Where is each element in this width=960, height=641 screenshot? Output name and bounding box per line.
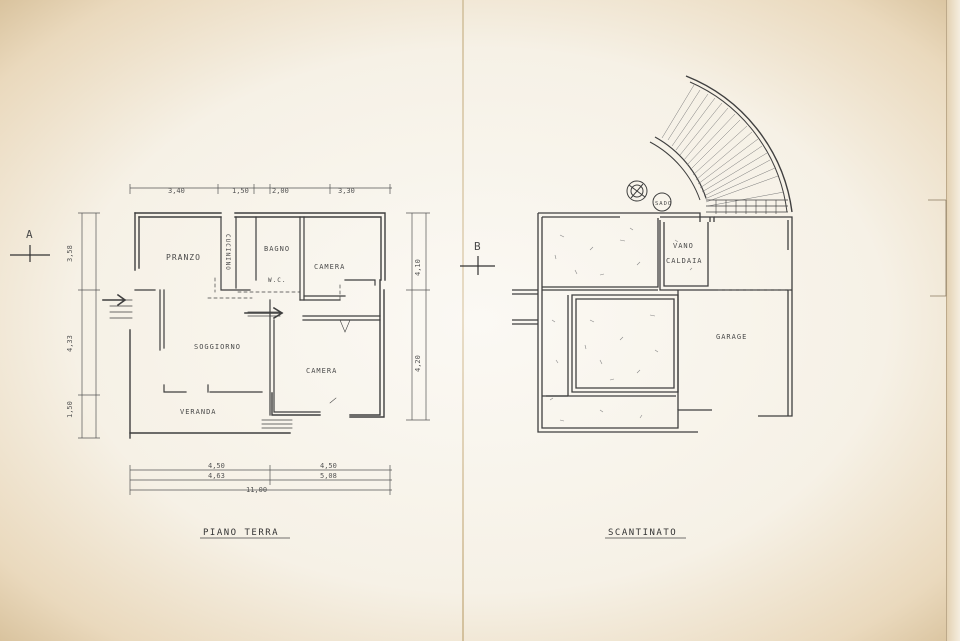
basement-title: SCANTINATO (608, 528, 677, 538)
dim-top-3: 2,00 (272, 187, 289, 195)
room-label-pranzo: PRANZO (166, 253, 201, 262)
room-label-wc: W.C. (268, 277, 286, 284)
ground-floor-door-swings (329, 319, 351, 404)
ground-floor-title: PIANO TERRA (203, 528, 279, 538)
dim-left-2: 4,33 (66, 335, 74, 352)
dim-top-2: 1,50 (232, 187, 249, 195)
basement-fill-texture (549, 227, 693, 422)
right-edge-marker (928, 199, 947, 297)
dim-total: 11,00 (246, 486, 267, 494)
room-label-camera-bottom: CAMERA (306, 367, 337, 375)
dim-right-1: 4,10 (414, 259, 422, 276)
dim-top-4: 3,30 (338, 187, 355, 195)
section-b-label: B (474, 240, 482, 253)
dim-left-3: 1,50 (66, 401, 74, 418)
section-a-label: A (26, 228, 34, 241)
ground-floor-dimensions (78, 184, 430, 495)
section-markers (10, 245, 495, 275)
basement-label-garage: GARAGE (716, 333, 747, 341)
dim-bottom-1a: 4,50 (208, 462, 225, 470)
basement-label-vano: VANO (673, 242, 694, 250)
dim-bottom-1b: 4,50 (320, 462, 337, 470)
room-label-bagno: BAGNO (264, 245, 290, 253)
dim-top-1: 3,40 (168, 187, 185, 195)
basement-label-caldaia: CALDAIA (666, 257, 703, 265)
basement-plan (512, 212, 793, 433)
basement-fixtures (626, 180, 672, 212)
dim-bottom-2b: 5,08 (320, 472, 337, 480)
room-label-cucinino: CUCININO (224, 234, 231, 271)
room-label-soggiorno: SOGGIORNO (194, 343, 241, 351)
ground-floor-outer-walls (129, 212, 386, 439)
room-label-veranda: VERANDA (180, 408, 217, 416)
dim-right-2: 4,20 (414, 355, 422, 372)
ground-floor-plan (102, 212, 386, 439)
basement-label-sado: SADO (655, 201, 672, 207)
basement-curved-stair (649, 75, 793, 214)
sheet-fold (462, 0, 464, 641)
ground-floor-entry-arrows (102, 293, 284, 320)
dim-bottom-2a: 4,63 (208, 472, 225, 480)
ground-floor-dashed-lines (207, 277, 341, 301)
ground-floor-interior-walls (134, 216, 381, 416)
dim-left-1: 3,58 (66, 245, 74, 262)
room-label-camera-top: CAMERA (314, 263, 345, 271)
sheet-edge (946, 0, 960, 641)
